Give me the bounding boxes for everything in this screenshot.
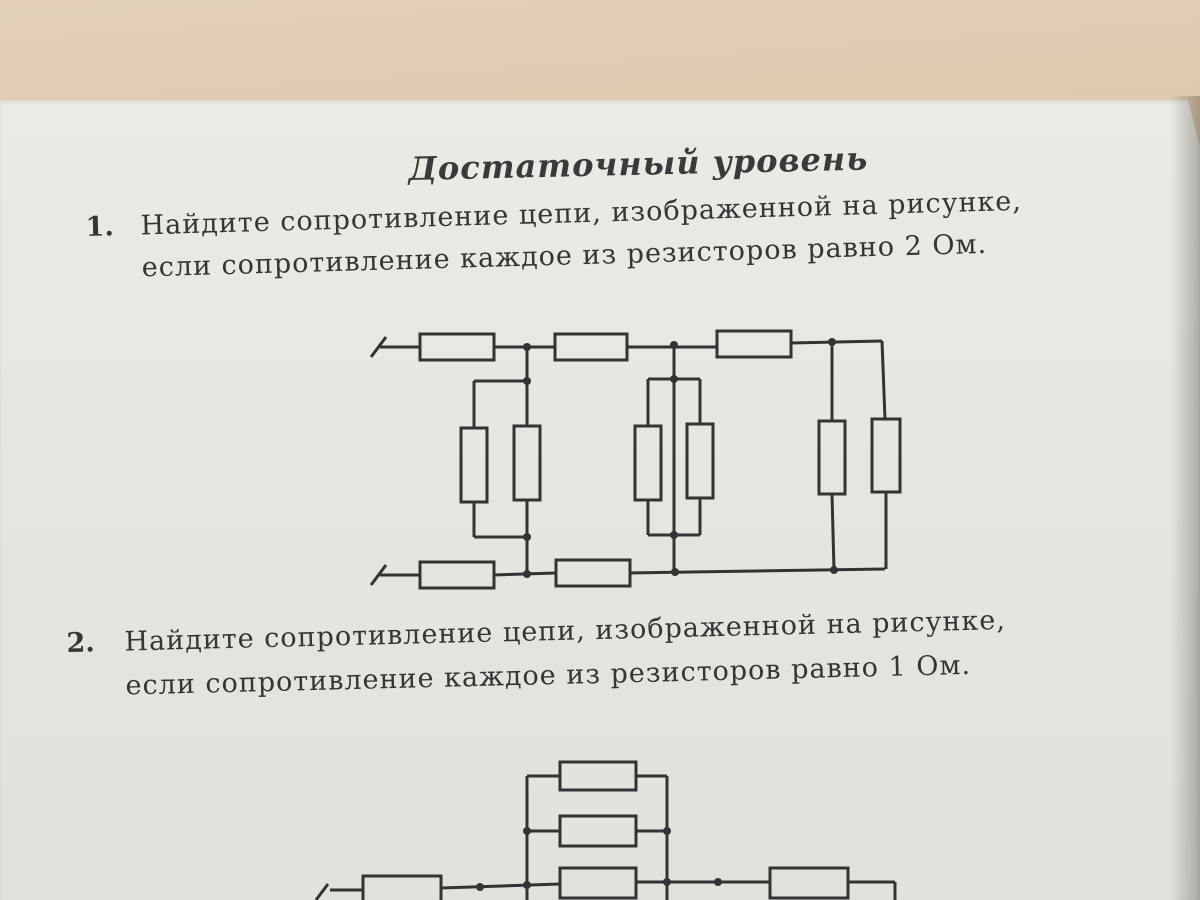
resistor-icon [817,419,847,496]
textbook-page [0,100,1200,900]
wire [790,339,883,345]
resistor-icon [633,424,663,502]
junction-dot-icon [476,883,484,891]
junction-dot-icon [830,566,838,574]
junction-dot-icon [670,531,678,539]
wire [830,493,836,571]
junction-dot-icon [663,878,671,886]
junction-dot-icon [663,827,671,835]
terminal-icon [314,883,330,900]
junction-dot-icon [523,827,531,835]
junction-dot-icon [523,343,531,351]
resistor-icon [418,332,496,362]
resistor-icon [768,866,850,900]
resistor-icon [870,417,902,494]
resistor-icon [361,874,443,900]
junction-dot-icon [523,881,531,889]
resistor-icon [553,332,629,362]
resistor-icon [685,422,715,500]
terminal-icon [369,336,388,358]
resistor-icon [512,424,542,502]
junction-dot-icon [523,533,531,541]
page-edge-shadow [1170,96,1200,900]
resistor-icon [554,558,632,588]
resistor-icon [418,560,496,590]
junction-dot-icon [523,377,531,385]
junction-dot-icon [671,568,679,576]
wire [880,340,887,420]
junction-dot-icon [670,375,678,383]
resistor-icon [558,866,638,900]
junction-dot-icon [670,341,678,349]
resistor-icon [715,329,793,359]
resistor-icon [558,814,638,848]
wire [440,882,561,890]
junction-dot-icon [828,338,836,346]
junction-dot-icon [523,570,531,578]
terminal-icon [369,564,388,586]
junction-dot-icon [714,878,722,886]
resistor-icon [558,760,638,792]
